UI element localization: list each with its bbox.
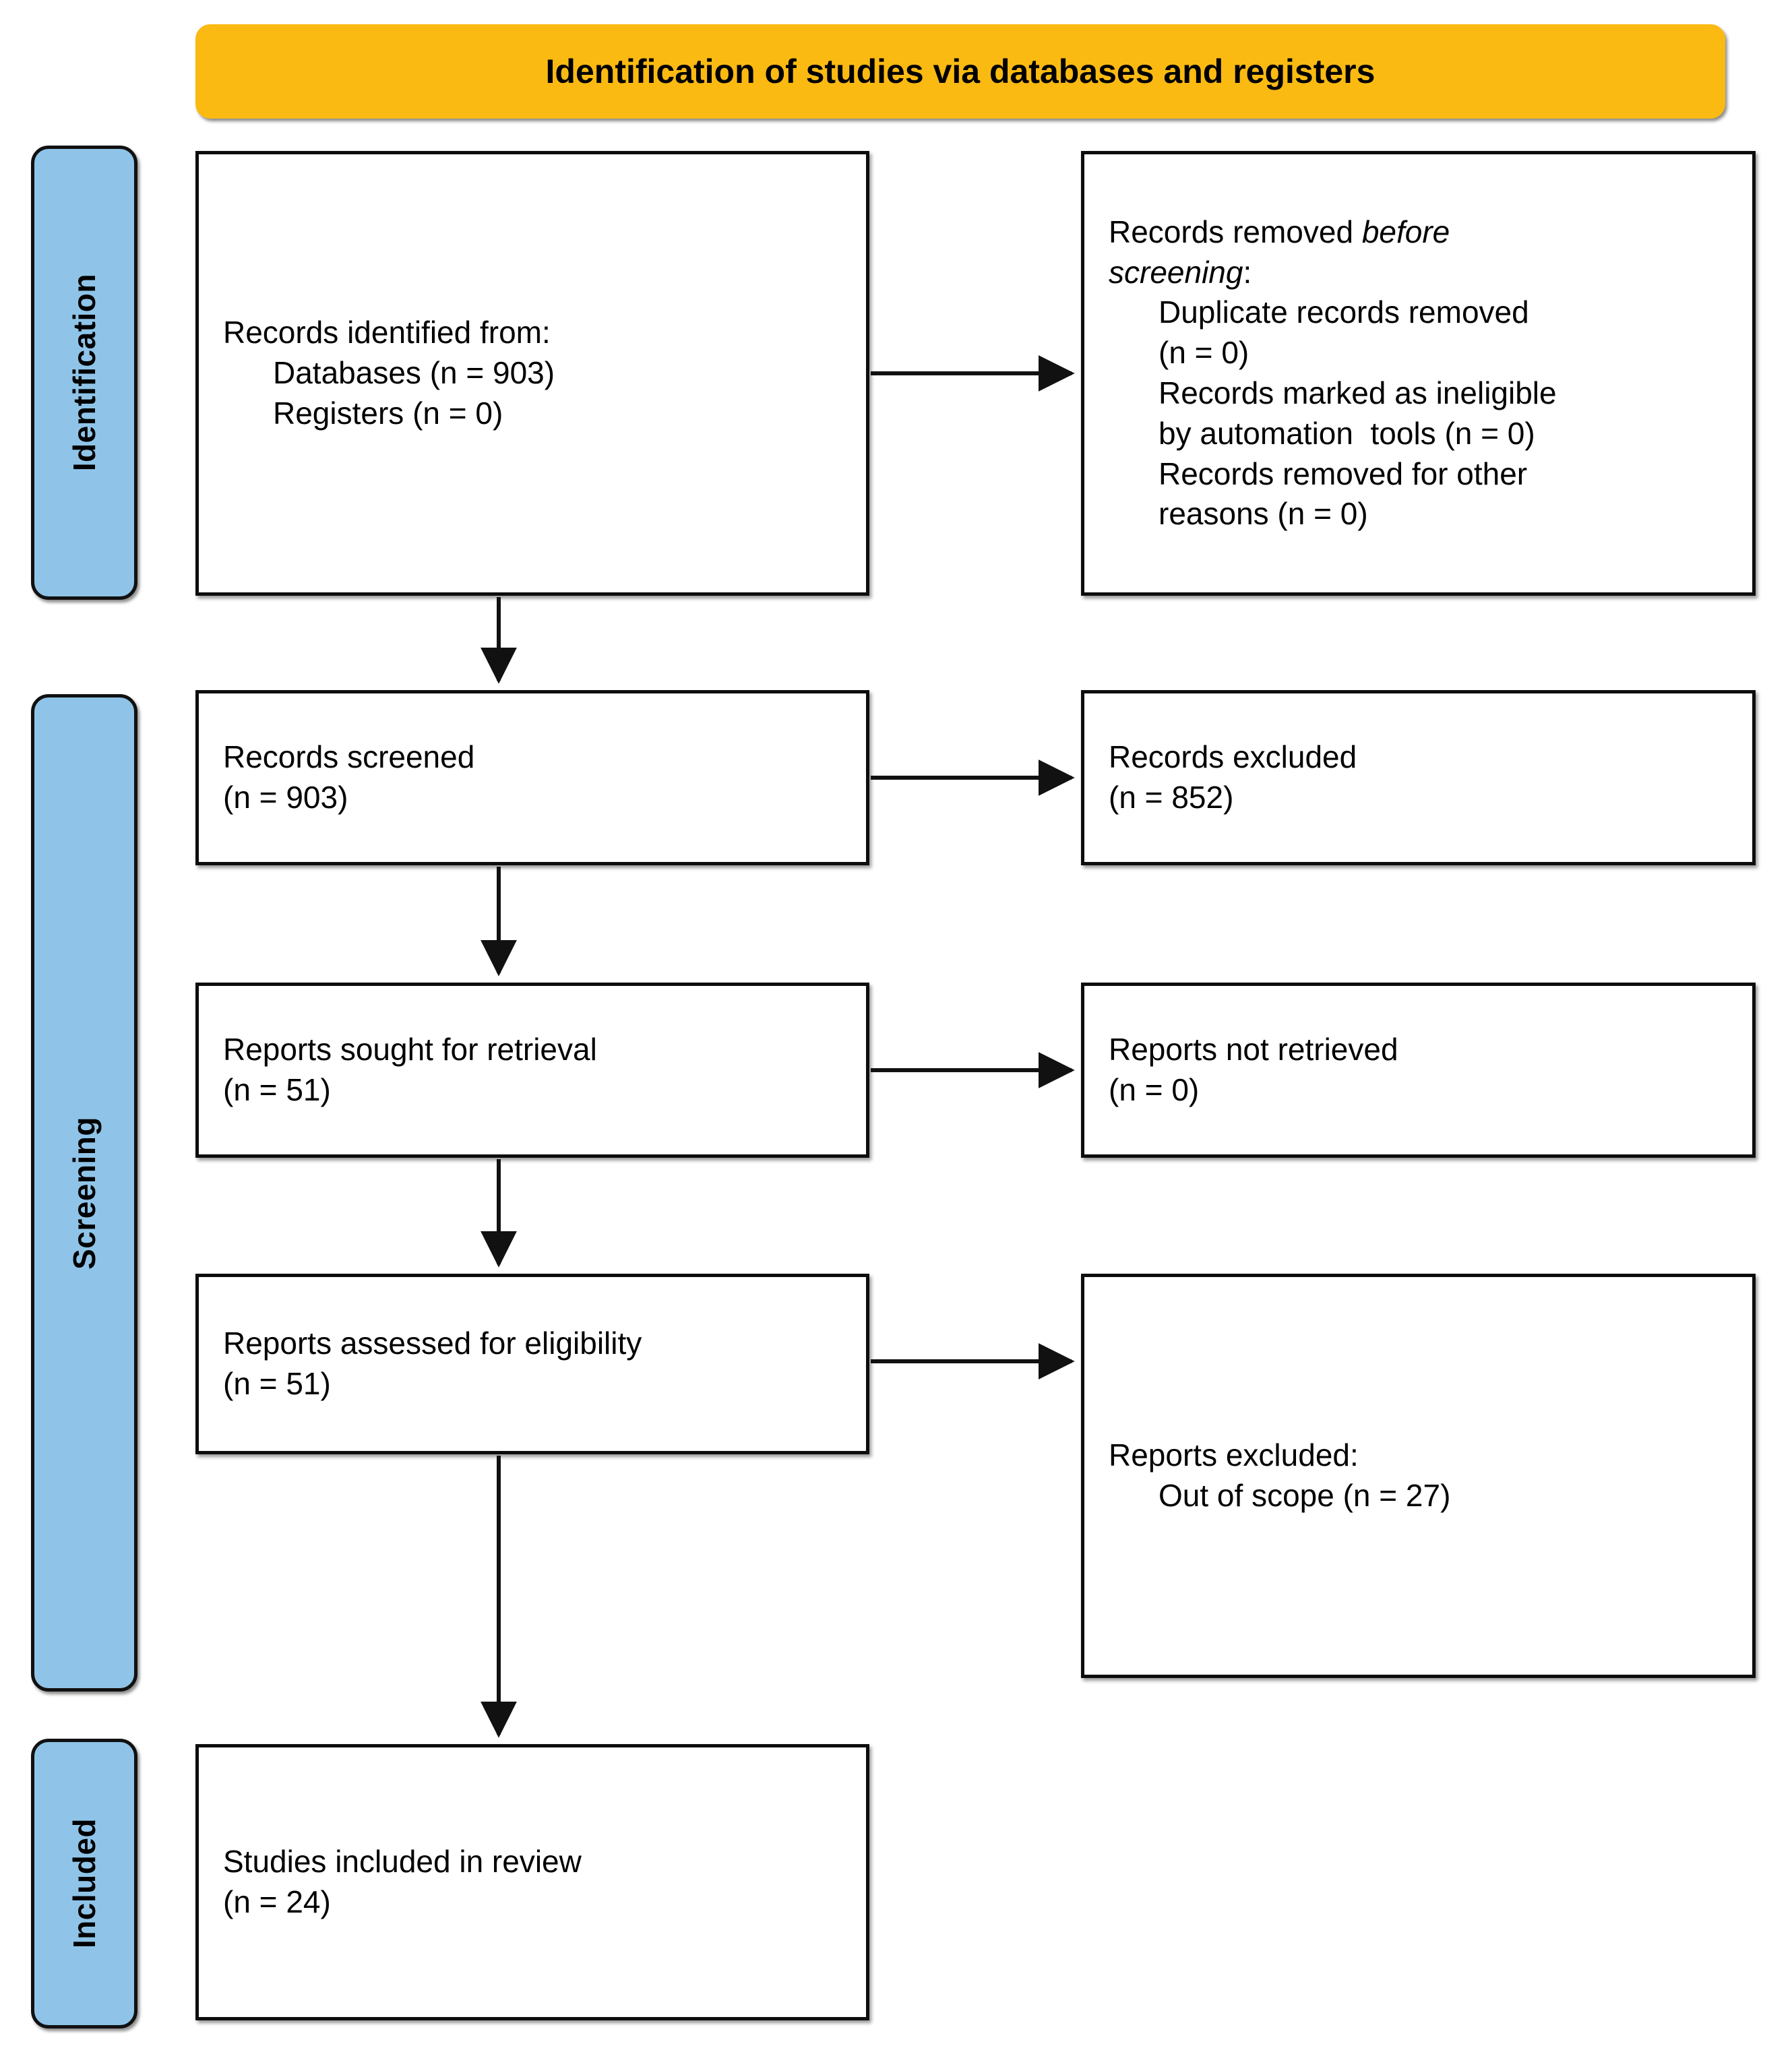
reports-excluded-line-1: Reports excluded:	[1109, 1437, 1359, 1473]
studies-included-line-1: Studies included in review	[223, 1844, 582, 1880]
reports-assessed-line-1: Reports assessed for eligibility	[223, 1326, 642, 1361]
records-removed-line-4: (n = 0)	[1158, 335, 1249, 371]
records-excluded-line-1: Records excluded	[1109, 739, 1357, 775]
reports-sought-line-2: (n = 51)	[223, 1072, 331, 1107]
stage-label-included: Included	[31, 1739, 137, 2028]
box-reports-not-retrieved: Reports not retrieved (n = 0)	[1081, 983, 1756, 1158]
reports-excluded-line-2: Out of scope (n = 27)	[1158, 1478, 1451, 1513]
box-reports-excluded: Reports excluded: Out of scope (n = 27)	[1081, 1274, 1756, 1678]
records-removed-line-2: screening:	[1109, 253, 1728, 293]
reports-not-retrieved-line-2: (n = 0)	[1109, 1072, 1200, 1107]
box-reports-sought-for-retrieval: Reports sought for retrieval (n = 51)	[195, 983, 869, 1158]
box-records-removed-before-screening: Records removed before screening: Duplic…	[1081, 151, 1756, 596]
box-records-identified: Records identified from: Databases (n = …	[195, 151, 869, 596]
stage-label-identification: Identification	[31, 146, 137, 600]
reports-not-retrieved-line-1: Reports not retrieved	[1109, 1032, 1398, 1067]
stage-label-identification-text: Identification	[67, 274, 102, 472]
studies-included-line-2: (n = 24)	[223, 1884, 331, 1919]
reports-sought-line-1: Reports sought for retrieval	[223, 1032, 597, 1067]
diagram-header-banner: Identification of studies via databases …	[195, 24, 1725, 119]
records-excluded-line-2: (n = 852)	[1109, 780, 1234, 815]
stage-label-screening: Screening	[31, 694, 137, 1692]
records-identified-line-1: Records identified from:	[223, 315, 551, 350]
records-removed-italic-screening: screening	[1109, 254, 1243, 290]
records-removed-line-6: by automation tools (n = 0)	[1158, 415, 1535, 451]
reports-assessed-line-2: (n = 51)	[223, 1366, 331, 1401]
box-records-excluded: Records excluded (n = 852)	[1081, 690, 1756, 865]
diagram-title: Identification of studies via databases …	[545, 52, 1376, 90]
records-removed-line-7: Records removed for other	[1158, 456, 1528, 491]
records-removed-colon: :	[1243, 254, 1252, 290]
records-removed-italic-before: before	[1361, 214, 1450, 249]
box-studies-included-in-review: Studies included in review (n = 24)	[195, 1744, 869, 2020]
box-records-screened: Records screened (n = 903)	[195, 690, 869, 865]
records-removed-line-1: Records removed before	[1109, 212, 1728, 253]
records-removed-line-8: reasons (n = 0)	[1158, 496, 1368, 532]
records-removed-line-3: Duplicate records removed	[1158, 294, 1529, 330]
records-removed-line-5: Records marked as ineligible	[1158, 375, 1557, 410]
records-identified-line-2: Databases (n = 903)	[273, 355, 555, 391]
records-screened-line-2: (n = 903)	[223, 780, 348, 815]
records-screened-line-1: Records screened	[223, 739, 475, 775]
records-identified-line-3: Registers (n = 0)	[273, 395, 503, 431]
box-reports-assessed-for-eligibility: Reports assessed for eligibility (n = 51…	[195, 1274, 869, 1454]
stage-label-screening-text: Screening	[67, 1116, 102, 1270]
records-removed-prefix: Records removed	[1109, 214, 1362, 249]
stage-label-included-text: Included	[67, 1818, 102, 1949]
